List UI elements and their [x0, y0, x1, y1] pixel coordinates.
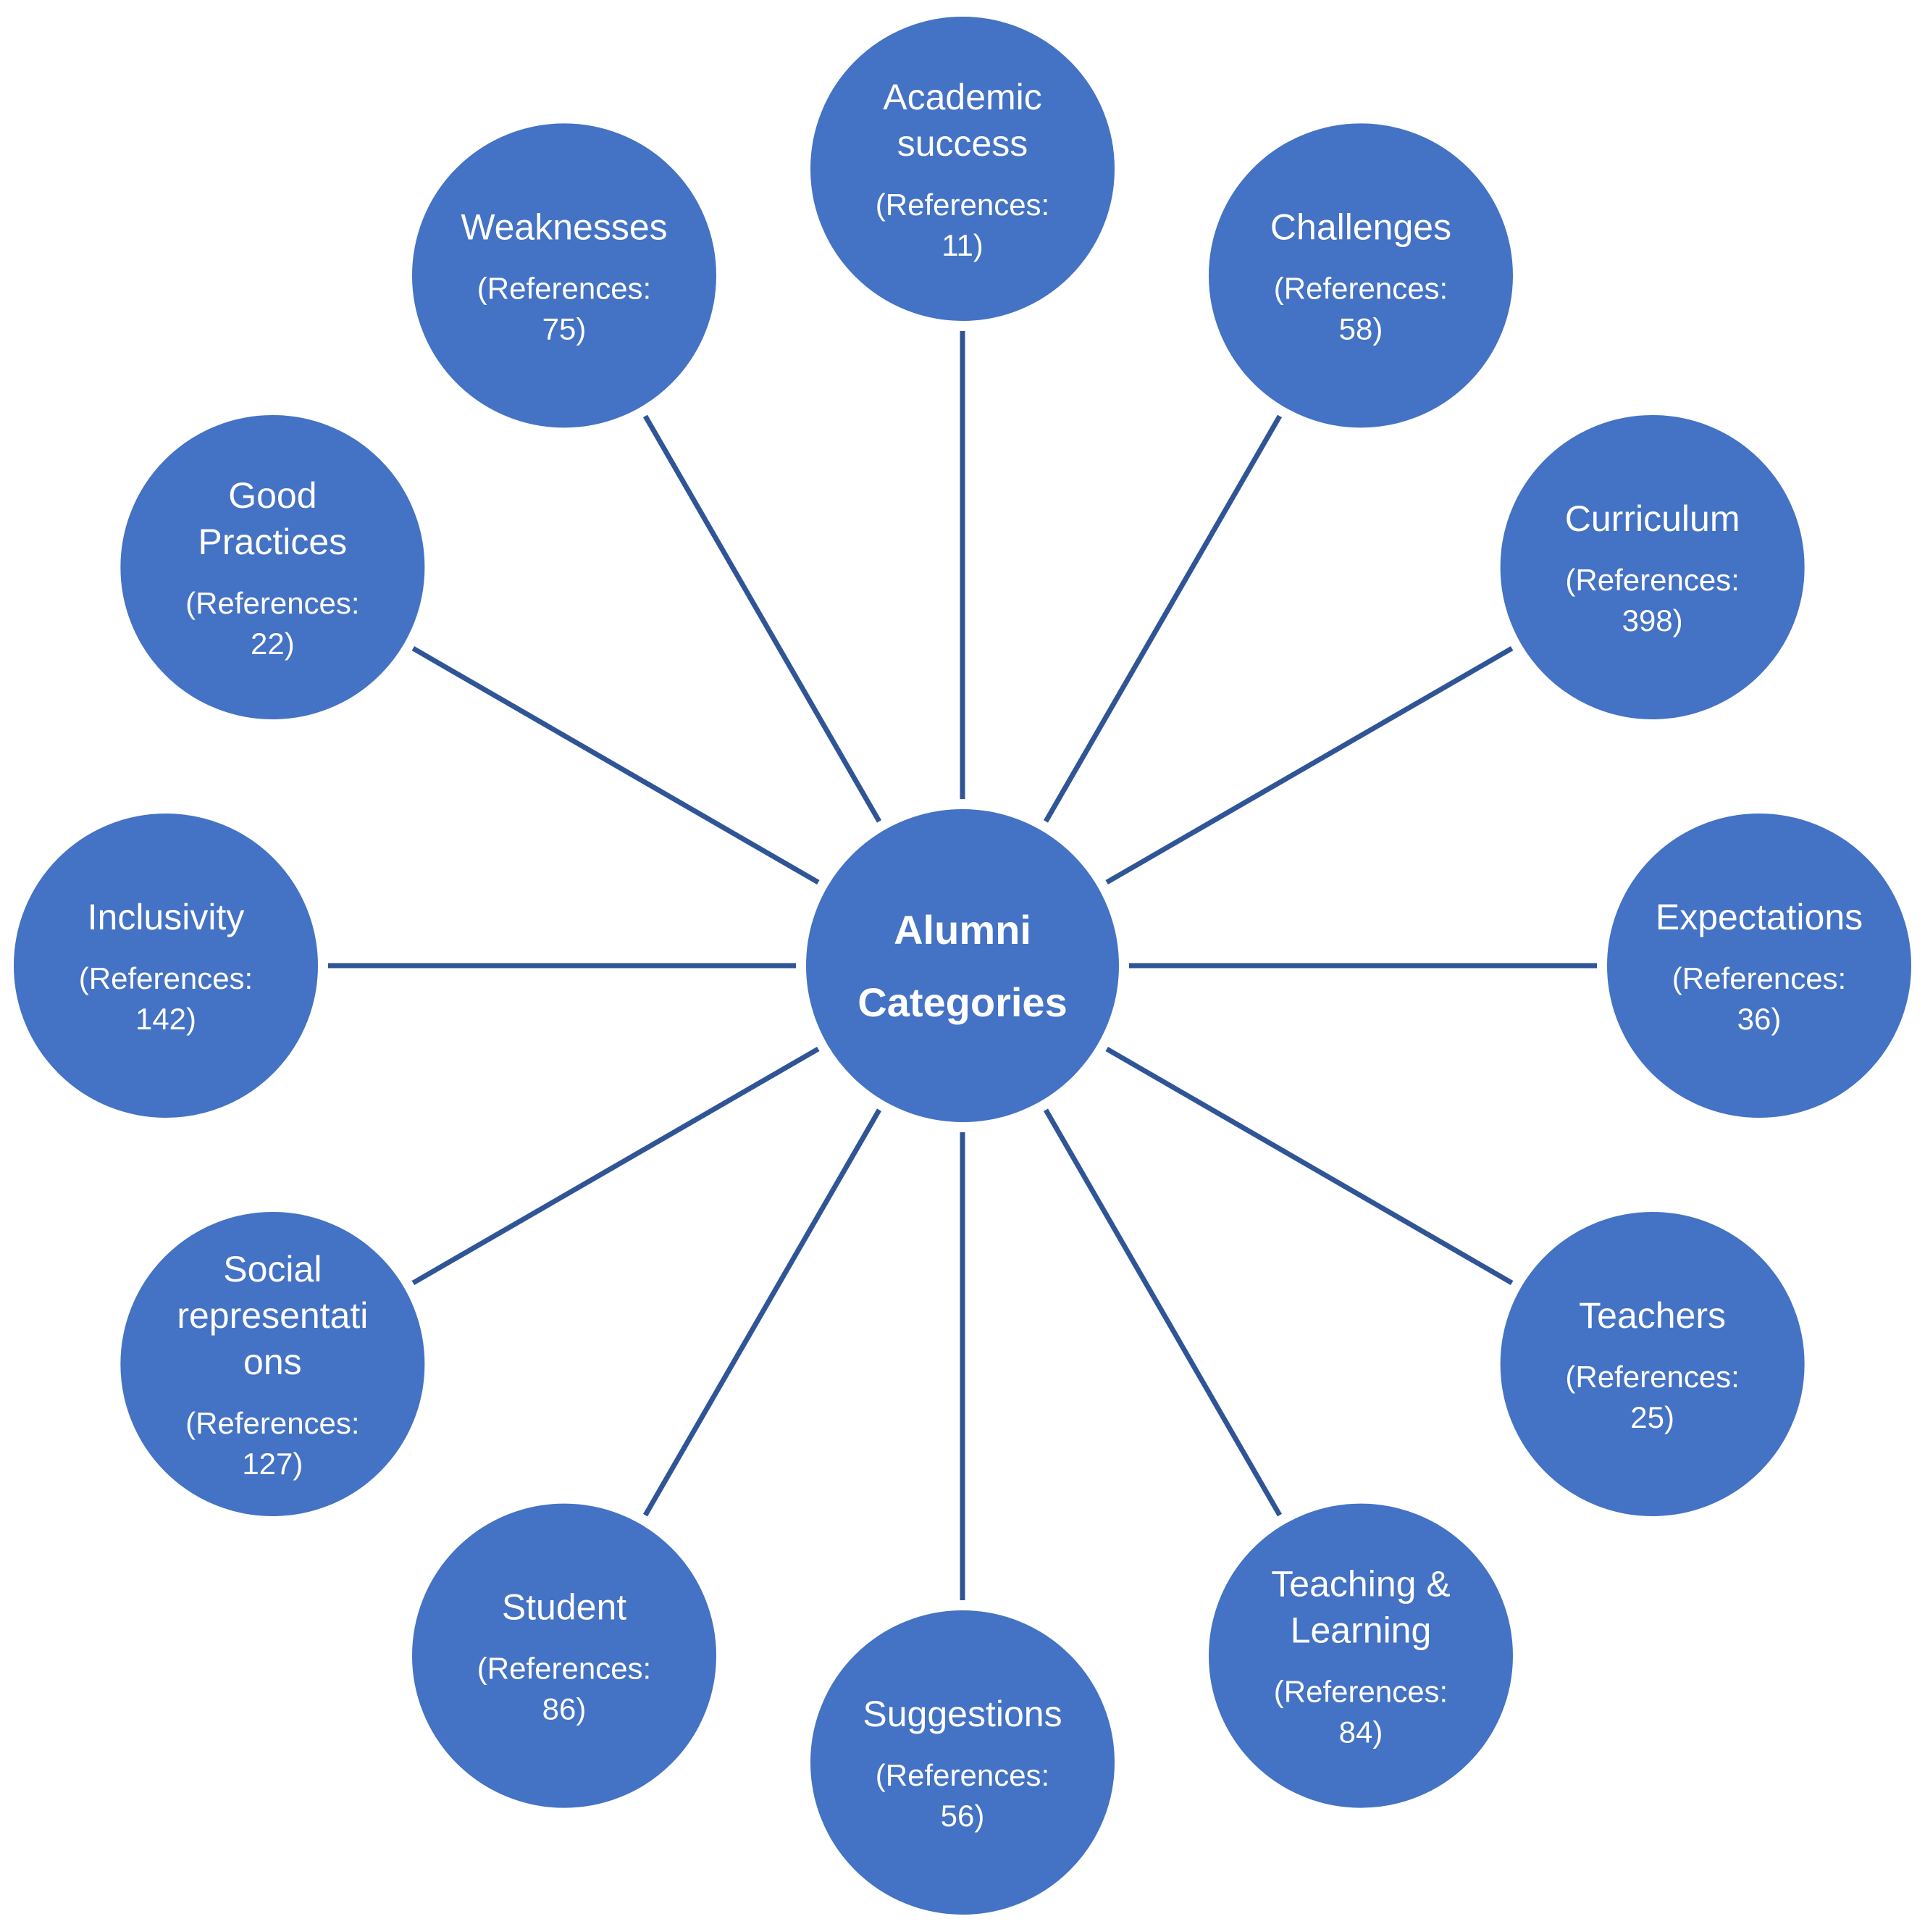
connector-good-practices: [411, 645, 820, 885]
category-references-line: 36): [1737, 1002, 1782, 1036]
category-references-line: 75): [542, 311, 587, 346]
connector-teaching-learning: [1043, 1108, 1283, 1517]
connector-curriculum: [1105, 645, 1514, 885]
category-node-inclusivity: Inclusivity (References: 142): [11, 811, 321, 1121]
category-label-line: ons: [243, 1342, 302, 1382]
category-node-suggestions: Suggestions (References: 56): [808, 1607, 1117, 1918]
category-label-line: Teachers: [1579, 1295, 1726, 1336]
category-node-curriculum: Curriculum (References: 398): [1497, 412, 1808, 722]
category-circle-inclusivity: [11, 811, 321, 1121]
category-node-expectations: Expectations (References: 36): [1604, 811, 1914, 1121]
category-references-line: 84): [1339, 1715, 1383, 1749]
category-circle-curriculum: [1497, 412, 1808, 722]
category-references-line: 127): [242, 1447, 303, 1481]
category-references-line: (References:: [477, 1652, 651, 1686]
category-node-student: Student (References: 86): [409, 1500, 719, 1811]
category-references-line: (References:: [876, 1758, 1049, 1792]
category-label-line: Expectations: [1656, 897, 1863, 937]
center-label-line: Categories: [857, 979, 1067, 1025]
category-references-line: 25): [1630, 1400, 1674, 1434]
category-circle-weaknesses: [409, 120, 719, 431]
category-label-line: representati: [177, 1295, 368, 1336]
category-references-line: 22): [251, 627, 295, 661]
category-references-line: (References:: [79, 961, 253, 995]
category-circle-social-representations: [117, 1209, 428, 1519]
connector-weaknesses: [642, 414, 882, 823]
connector-student: [642, 1108, 882, 1517]
category-references-line: (References:: [876, 188, 1049, 222]
spokes-group: [328, 331, 1597, 1600]
category-label-line: Student: [502, 1587, 626, 1628]
category-node-teachers: Teachers (References: 25): [1497, 1209, 1808, 1519]
center-circle: [803, 806, 1122, 1125]
nodes-group: Academic success (References: 11) Challenges…: [11, 14, 1914, 1918]
category-label-line: Challenges: [1270, 206, 1451, 247]
category-references-line: 58): [1339, 311, 1383, 346]
category-references-line: (References:: [1274, 1675, 1448, 1709]
category-references-line: 398): [1622, 603, 1683, 637]
category-circle-teachers: [1497, 1209, 1808, 1519]
connector-teachers: [1105, 1046, 1514, 1286]
category-label-line: Teaching &: [1271, 1564, 1450, 1605]
category-node-social-representations: Social representati ons (References: 127): [117, 1209, 428, 1519]
category-label-line: Academic: [883, 77, 1042, 117]
category-references-line: (References:: [1672, 961, 1846, 995]
category-label-line: Curriculum: [1565, 498, 1740, 539]
category-references-line: 56): [941, 1799, 985, 1833]
category-references-line: (References:: [185, 586, 359, 620]
category-label-line: Inclusivity: [88, 897, 245, 937]
category-label-line: Good: [228, 475, 316, 516]
category-node-academic-success: Academic success (References: 11): [808, 14, 1117, 324]
category-references-line: 142): [135, 1002, 196, 1036]
category-references-line: (References:: [1274, 271, 1448, 305]
connector-challenges: [1043, 414, 1283, 823]
category-label-line: Weaknesses: [461, 206, 667, 247]
category-circle-expectations: [1604, 811, 1914, 1121]
category-node-teaching-learning: Teaching & Learning (References: 84): [1206, 1500, 1516, 1811]
category-references-line: (References:: [1565, 563, 1739, 597]
category-label-line: Practices: [198, 522, 348, 562]
category-label-line: Learning: [1291, 1610, 1432, 1651]
category-references-line: (References:: [185, 1406, 359, 1440]
category-circle-good-practices: [117, 412, 428, 722]
category-node-weaknesses: Weaknesses (References: 75): [409, 120, 719, 431]
category-circle-academic-success: [808, 14, 1117, 324]
category-references-line: 86): [542, 1692, 587, 1726]
connector-social-representations: [411, 1046, 820, 1286]
category-circle-challenges: [1206, 120, 1516, 431]
category-circle-teaching-learning: [1206, 1500, 1516, 1811]
category-circle-student: [409, 1500, 719, 1811]
category-label-line: success: [897, 123, 1028, 164]
category-label-line: Social: [223, 1249, 322, 1289]
category-node-challenges: Challenges (References: 58): [1206, 120, 1516, 431]
category-references-line: 11): [941, 228, 984, 262]
center-label-line: Alumni: [894, 907, 1031, 953]
category-references-line: (References:: [1565, 1360, 1739, 1394]
category-references-line: (References:: [477, 271, 651, 305]
category-label-line: Suggestions: [863, 1694, 1062, 1734]
category-circle-suggestions: [808, 1607, 1117, 1918]
